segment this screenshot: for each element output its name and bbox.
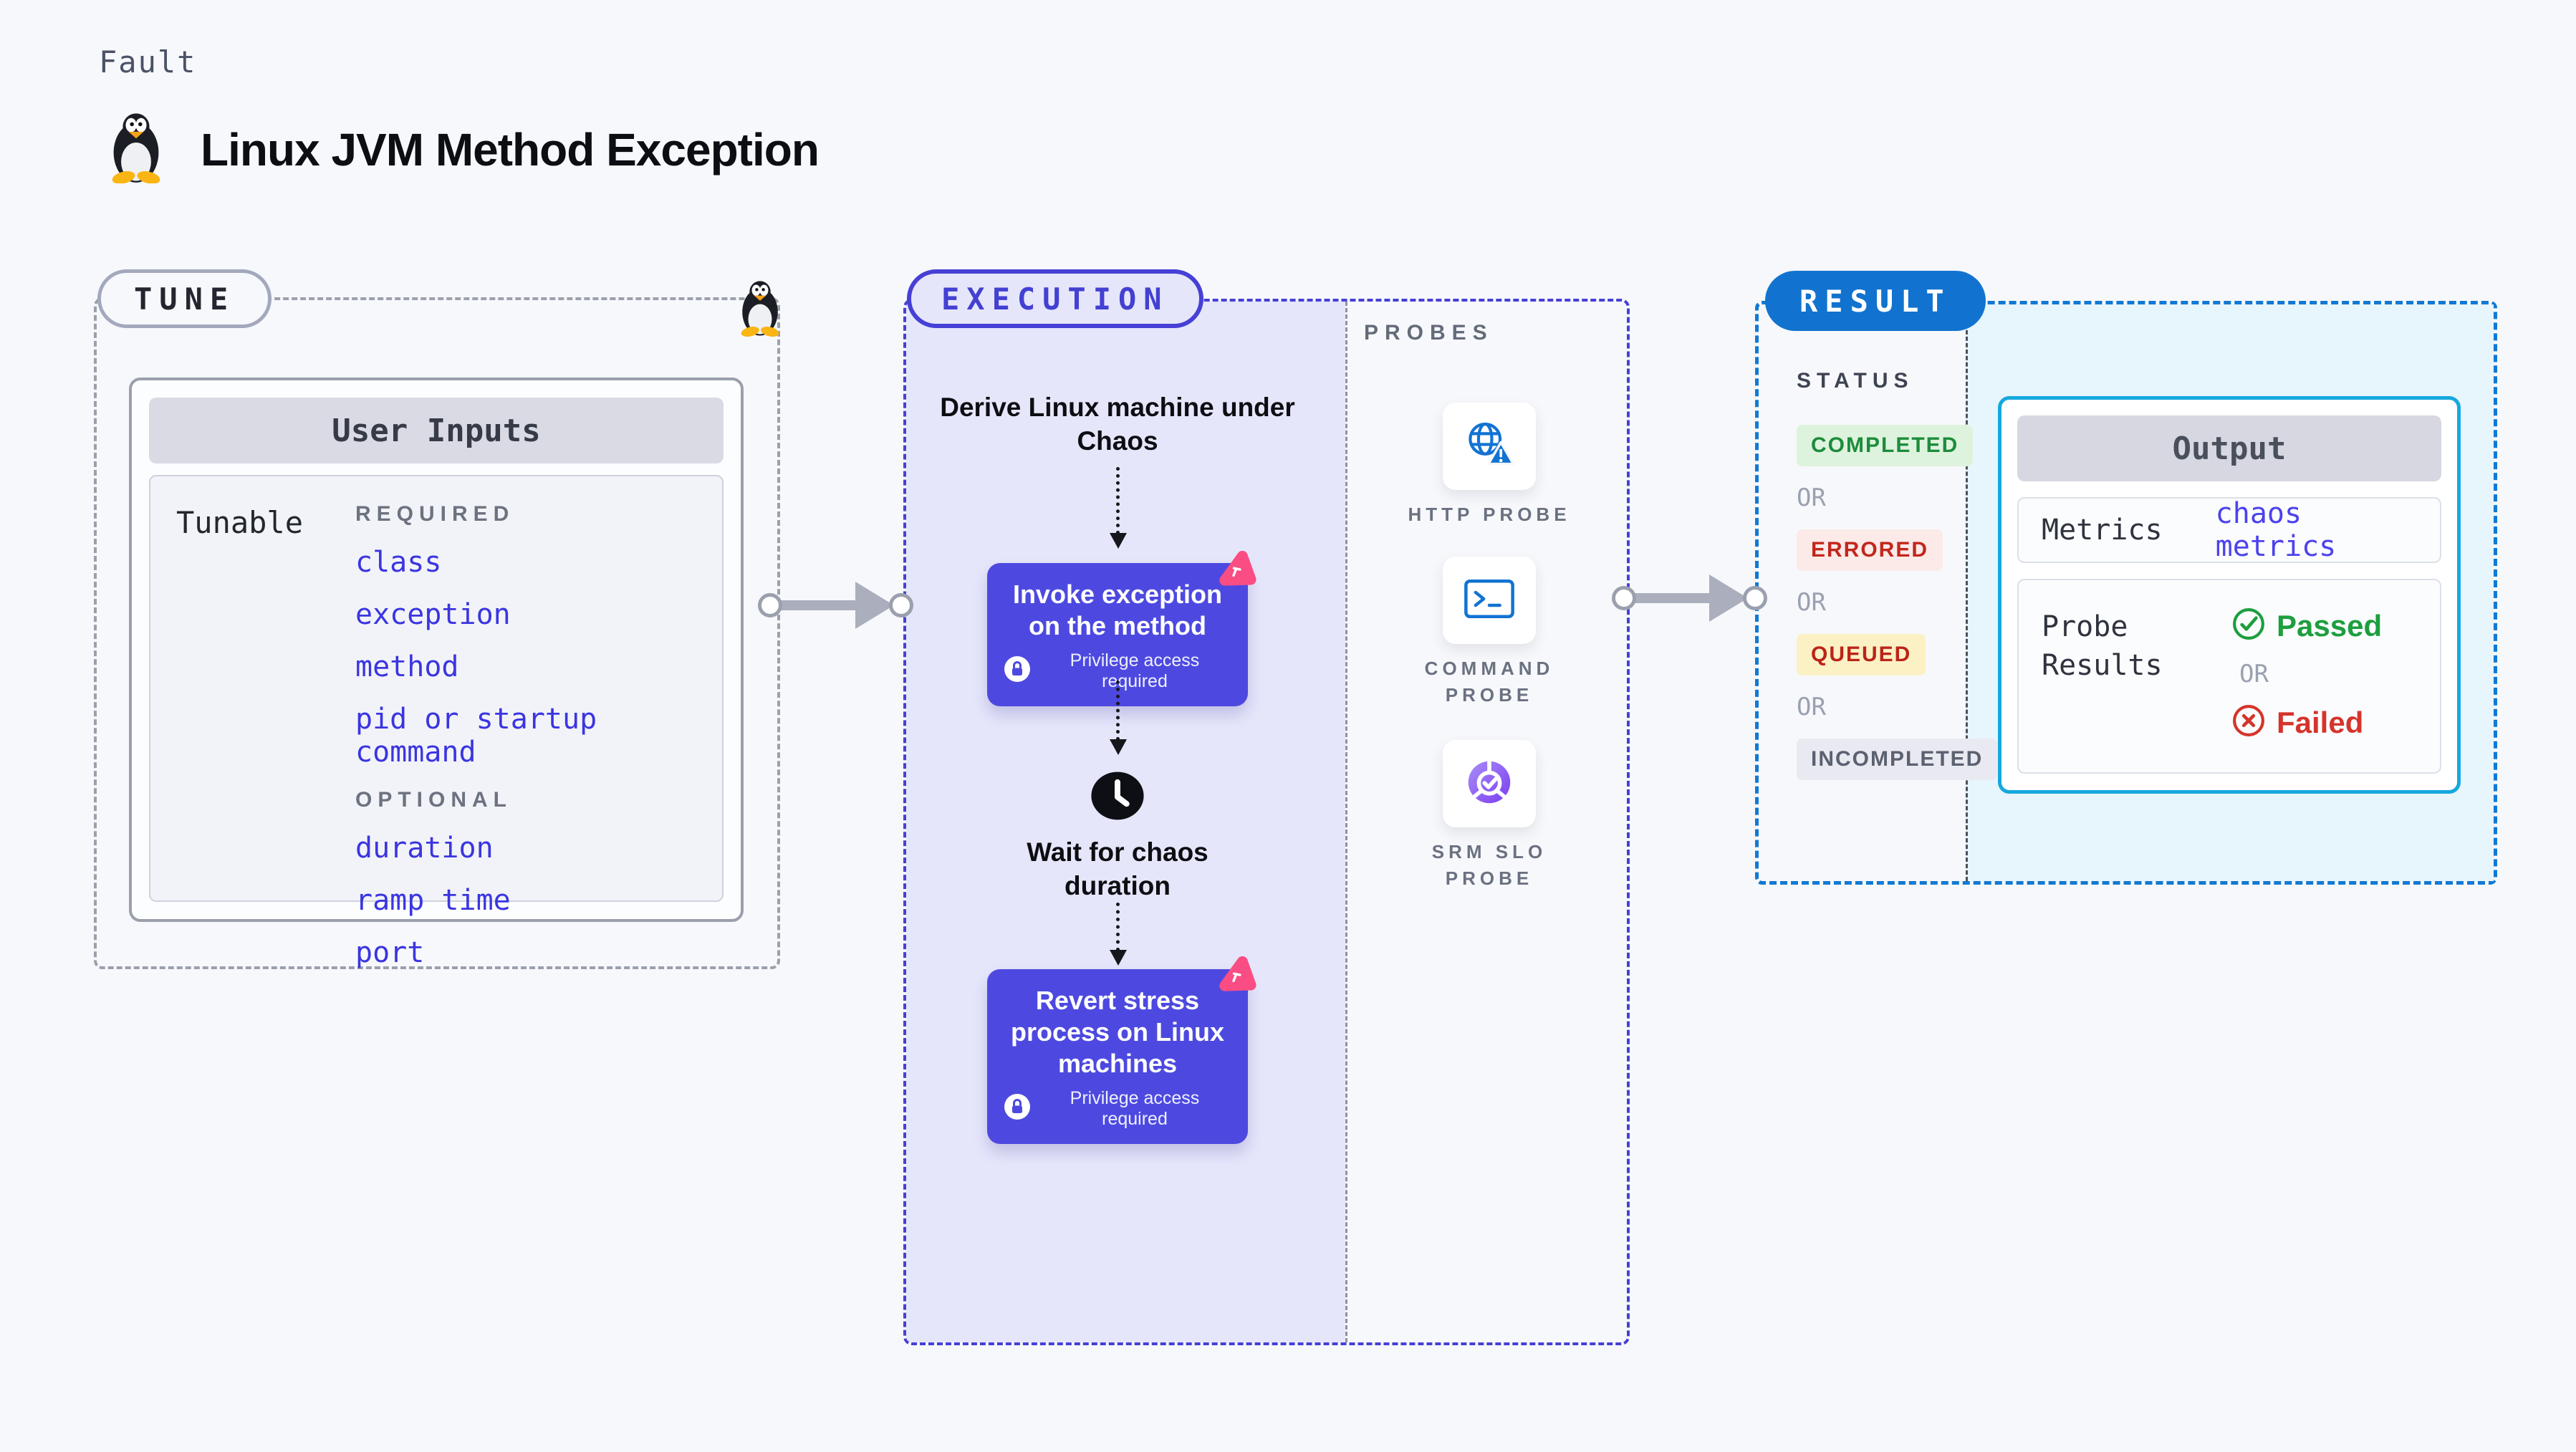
tunable-list: Tunable REQUIRED class exception method … bbox=[149, 475, 724, 969]
tunable-item-pid[interactable]: pid or startup command bbox=[355, 703, 597, 769]
arrow-line bbox=[1631, 593, 1709, 603]
clock-icon bbox=[1090, 771, 1145, 821]
http-probe-label: HTTP PROBE bbox=[1408, 504, 1571, 525]
failed-label: Failed bbox=[2277, 705, 2364, 739]
probes-divider bbox=[1345, 302, 1347, 1342]
connector-dot bbox=[1612, 586, 1636, 610]
connector-dot bbox=[758, 593, 782, 617]
failed-line: Failed bbox=[2232, 704, 2382, 741]
metrics-label: Metrics bbox=[2042, 514, 2163, 547]
tunable-item-duration[interactable]: duration bbox=[355, 832, 494, 865]
tunable-item-exception[interactable]: exception bbox=[355, 598, 511, 631]
tux-icon bbox=[736, 271, 784, 349]
tunable-column: REQUIRED class exception method pid or s… bbox=[355, 502, 722, 969]
output-card: Output Metrics chaos metrics Probe Resul… bbox=[1998, 396, 2461, 794]
passed-line: Passed bbox=[2232, 607, 2382, 644]
arrow-head-icon bbox=[855, 582, 894, 629]
privilege-note: Privilege access required bbox=[1004, 1088, 1231, 1130]
srm-slo-probe-label: SRM SLO PROBE bbox=[1431, 841, 1547, 889]
privilege-note-text: Privilege access required bbox=[1070, 1088, 1200, 1129]
tunable-item-ramp-time[interactable]: ramp time bbox=[355, 884, 511, 917]
privilege-note-text: Privilege access required bbox=[1070, 650, 1200, 691]
tunable-item-method[interactable]: method bbox=[355, 650, 459, 683]
globe-alert-icon bbox=[1463, 418, 1516, 475]
result-divider bbox=[1966, 304, 1968, 881]
connector-dot bbox=[889, 593, 913, 617]
required-label: REQUIRED bbox=[355, 502, 515, 526]
user-inputs-header: User Inputs bbox=[149, 398, 724, 463]
optional-label: OPTIONAL bbox=[355, 788, 512, 812]
command-probe-label: COMMAND PROBE bbox=[1424, 658, 1554, 706]
metrics-row: Metrics chaos metrics bbox=[2017, 497, 2441, 563]
probe-results-label: Probe Results bbox=[2042, 610, 2163, 682]
status-badge-queued: QUEUED bbox=[1797, 634, 1926, 675]
check-circle-icon bbox=[2232, 607, 2265, 644]
lock-icon bbox=[1004, 655, 1030, 687]
arrow-head-icon bbox=[1709, 574, 1748, 622]
action-title: Revert stress process on Linux machines bbox=[1010, 986, 1225, 1078]
status-badge-incompleted: INCOMPLETED bbox=[1797, 739, 1998, 780]
probes-section-label: PROBES bbox=[1364, 321, 1494, 345]
chaos-icon bbox=[1209, 544, 1261, 596]
arrow-line bbox=[777, 600, 855, 610]
step-revert-stress: Revert stress process on Linux machines … bbox=[987, 969, 1248, 1144]
privilege-note: Privilege access required bbox=[1004, 650, 1231, 692]
page-title: Linux JVM Method Exception bbox=[201, 123, 820, 176]
fault-kicker: Fault bbox=[99, 44, 197, 80]
flow-arrow-down-icon bbox=[1110, 467, 1127, 549]
donut-check-icon bbox=[1464, 756, 1515, 812]
or-separator: OR bbox=[1797, 588, 1826, 617]
tunable-item-class[interactable]: class bbox=[355, 546, 442, 579]
execution-region bbox=[903, 299, 1630, 1345]
flow-arrow-down-icon bbox=[1110, 681, 1127, 755]
result-badge: RESULT bbox=[1765, 271, 1986, 331]
output-header: Output bbox=[2017, 415, 2441, 481]
title-row: Linux JVM Method Exception bbox=[106, 112, 820, 187]
probe-results-values: Passed OR Failed bbox=[2232, 607, 2382, 772]
lock-icon bbox=[1004, 1093, 1030, 1125]
status-badge-completed: COMPLETED bbox=[1797, 425, 1974, 466]
connector-dot bbox=[1743, 586, 1767, 610]
execution-flow-background bbox=[906, 302, 1345, 1342]
tune-badge: TUNE bbox=[97, 269, 272, 328]
or-separator: OR bbox=[1797, 484, 1826, 512]
status-section-label: STATUS bbox=[1797, 369, 1914, 393]
execution-badge: EXECUTION bbox=[907, 269, 1203, 328]
step-wait-duration: Wait for chaos duration bbox=[1027, 837, 1208, 900]
or-separator: OR bbox=[2239, 660, 2269, 688]
tune-region bbox=[94, 297, 780, 969]
terminal-icon bbox=[1464, 577, 1515, 624]
tunable-item-port[interactable]: port bbox=[355, 936, 425, 969]
tux-icon bbox=[106, 112, 166, 187]
status-column: STATUS COMPLETED OR ERRORED OR QUEUED OR… bbox=[1797, 369, 1998, 780]
x-circle-icon bbox=[2232, 704, 2265, 741]
action-title: Invoke exception on the method bbox=[1012, 580, 1223, 640]
http-probe-card bbox=[1443, 403, 1536, 490]
srm-slo-probe-card bbox=[1443, 740, 1536, 827]
flow-arrow-down-icon bbox=[1110, 903, 1127, 966]
chaos-icon bbox=[1209, 950, 1261, 1001]
step-derive-machine: Derive Linux machine under Chaos bbox=[940, 393, 1295, 456]
tunable-row-label: Tunable bbox=[176, 505, 304, 540]
status-badge-errored: ERRORED bbox=[1797, 529, 1943, 571]
or-separator: OR bbox=[1797, 693, 1826, 721]
probe-results-row: Probe Results Passed OR bbox=[2017, 579, 2441, 774]
command-probe-card bbox=[1443, 557, 1536, 644]
metrics-value-link[interactable]: chaos metrics bbox=[2215, 497, 2337, 563]
user-inputs-card: User Inputs Tunable REQUIRED class excep… bbox=[129, 378, 744, 969]
passed-label: Passed bbox=[2277, 608, 2383, 643]
